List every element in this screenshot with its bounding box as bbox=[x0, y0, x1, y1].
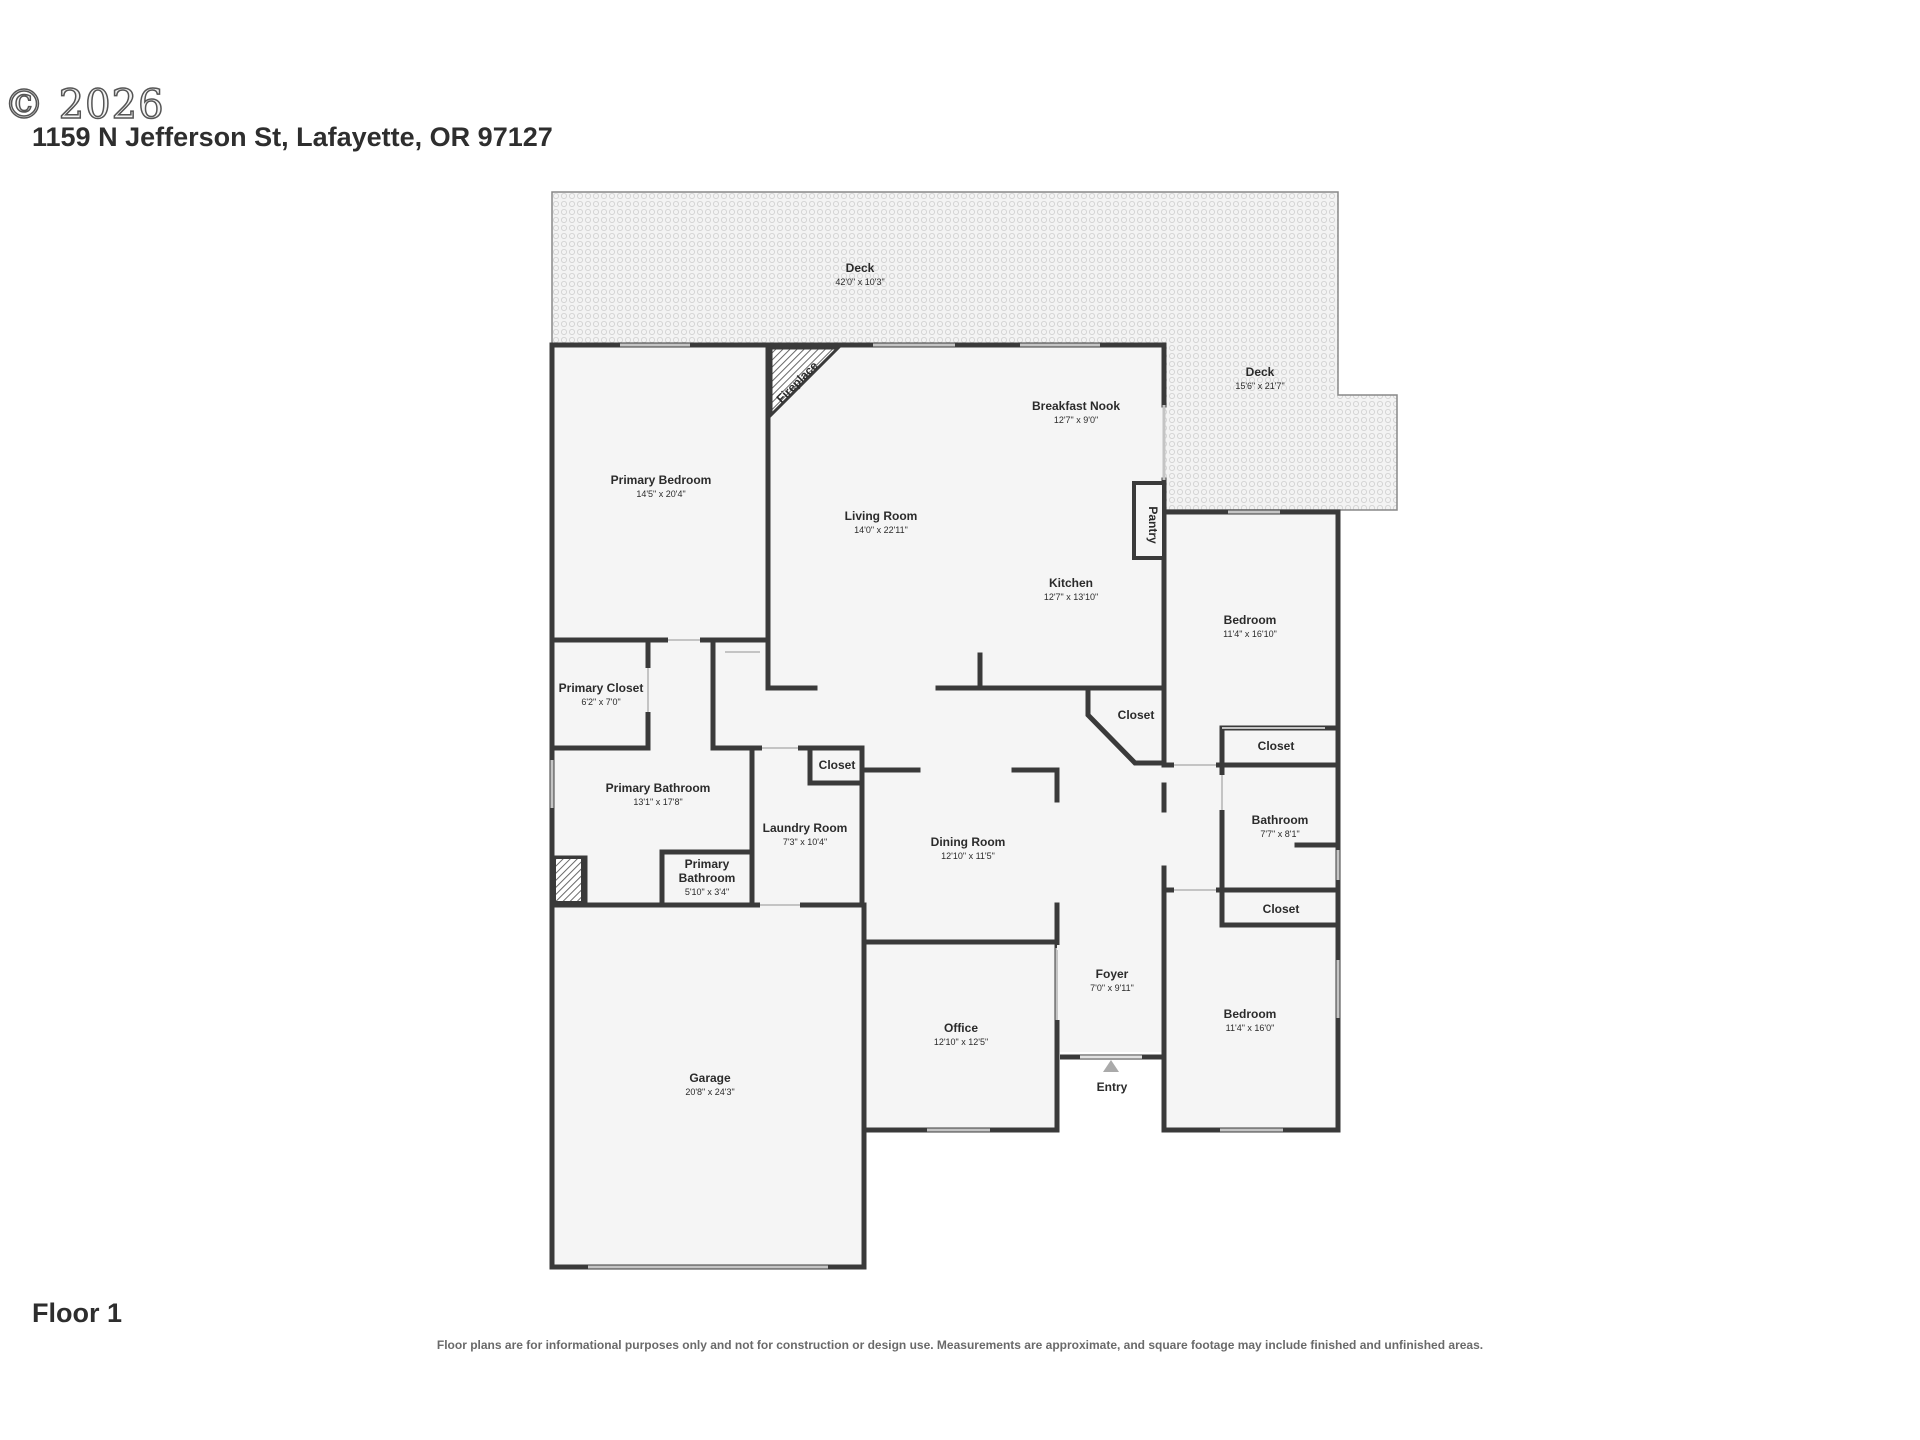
primary-closet-label: Primary Closet bbox=[559, 681, 644, 695]
bedroom-lower-label: Bedroom bbox=[1224, 1007, 1277, 1021]
dining-room-label: Dining Room bbox=[931, 835, 1006, 849]
breakfast-nook-label: Breakfast Nook bbox=[1032, 399, 1120, 413]
property-address: 1159 N Jefferson St, Lafayette, OR 97127 bbox=[32, 122, 553, 152]
closet-laundry-label: Closet bbox=[819, 758, 856, 772]
dining-room-dims: 12'10" x 11'5" bbox=[941, 851, 995, 861]
office-dims: 12'10" x 12'5" bbox=[934, 1037, 988, 1047]
bedroom-upper-dims: 11'4" x 16'10" bbox=[1223, 629, 1277, 639]
kitchen-dims: 12'7" x 13'10" bbox=[1044, 592, 1098, 602]
deck-right-dims: 15'6" x 21'7" bbox=[1235, 381, 1284, 391]
pantry-box bbox=[1132, 481, 1166, 560]
shower-hatch bbox=[554, 857, 583, 903]
entry-threshold bbox=[1060, 1054, 1162, 1072]
entry-label: Entry bbox=[1097, 1080, 1128, 1094]
disclaimer-text: Floor plans are for informational purpos… bbox=[436, 1338, 1484, 1352]
living-room-label: Living Room bbox=[845, 509, 918, 523]
door-marks bbox=[647, 639, 1223, 1020]
garage-label: Garage bbox=[689, 1071, 731, 1085]
floor-label: Floor 1 bbox=[32, 1298, 123, 1328]
deck-top-dims: 42'0" x 10'3" bbox=[835, 277, 884, 287]
closet-center-label: Closet bbox=[1118, 708, 1155, 722]
deck-top-label: Deck bbox=[846, 261, 875, 275]
primary-bathroom-label: Primary Bathroom bbox=[606, 781, 711, 795]
entry-arrow-icon bbox=[1103, 1060, 1119, 1072]
closet-right-upper-label: Closet bbox=[1258, 739, 1295, 753]
foyer-dims: 7'0" x 9'11" bbox=[1090, 983, 1134, 993]
primary-bathroom-small-dims: 5'10" x 3'4" bbox=[685, 887, 729, 897]
kitchen-label: Kitchen bbox=[1049, 576, 1093, 590]
primary-bathroom-dims: 13'1" x 17'8" bbox=[633, 797, 682, 807]
bedroom-lower-dims: 11'4" x 16'0" bbox=[1226, 1023, 1275, 1033]
room-labels: Deck 42'0" x 10'3" Deck 15'6" x 21'7" Fi… bbox=[559, 261, 1309, 1097]
pantry-label: Pantry bbox=[1146, 506, 1160, 544]
primary-bedroom-dims: 14'5" x 20'4" bbox=[636, 489, 685, 499]
bathroom-dims: 7'7" x 8'1" bbox=[1260, 829, 1299, 839]
fireplace-hatch bbox=[769, 346, 842, 419]
deck-right-label: Deck bbox=[1246, 365, 1275, 379]
office-label: Office bbox=[944, 1021, 978, 1035]
primary-bedroom-label: Primary Bedroom bbox=[611, 473, 712, 487]
living-room-dims: 14'0" x 22'11" bbox=[854, 525, 908, 535]
garage-dims: 20'8" x 24'3" bbox=[685, 1087, 734, 1097]
foyer-label: Foyer bbox=[1096, 967, 1129, 981]
copyright-watermark: © 2026 bbox=[3, 81, 165, 129]
laundry-room-dims: 7'3" x 10'4" bbox=[783, 837, 827, 847]
house-floor bbox=[552, 345, 1338, 1267]
bedroom-upper-label: Bedroom bbox=[1224, 613, 1277, 627]
primary-bathroom-small-label-1: Primary bbox=[685, 857, 730, 871]
bathroom-label: Bathroom bbox=[1252, 813, 1309, 827]
closet-right-lower-label: Closet bbox=[1263, 902, 1300, 916]
primary-closet-dims: 6'2" x 7'0" bbox=[581, 697, 620, 707]
breakfast-nook-dims: 12'7" x 9'0" bbox=[1054, 415, 1098, 425]
laundry-room-label: Laundry Room bbox=[763, 821, 848, 835]
primary-bathroom-small-label-2: Bathroom bbox=[679, 871, 736, 885]
